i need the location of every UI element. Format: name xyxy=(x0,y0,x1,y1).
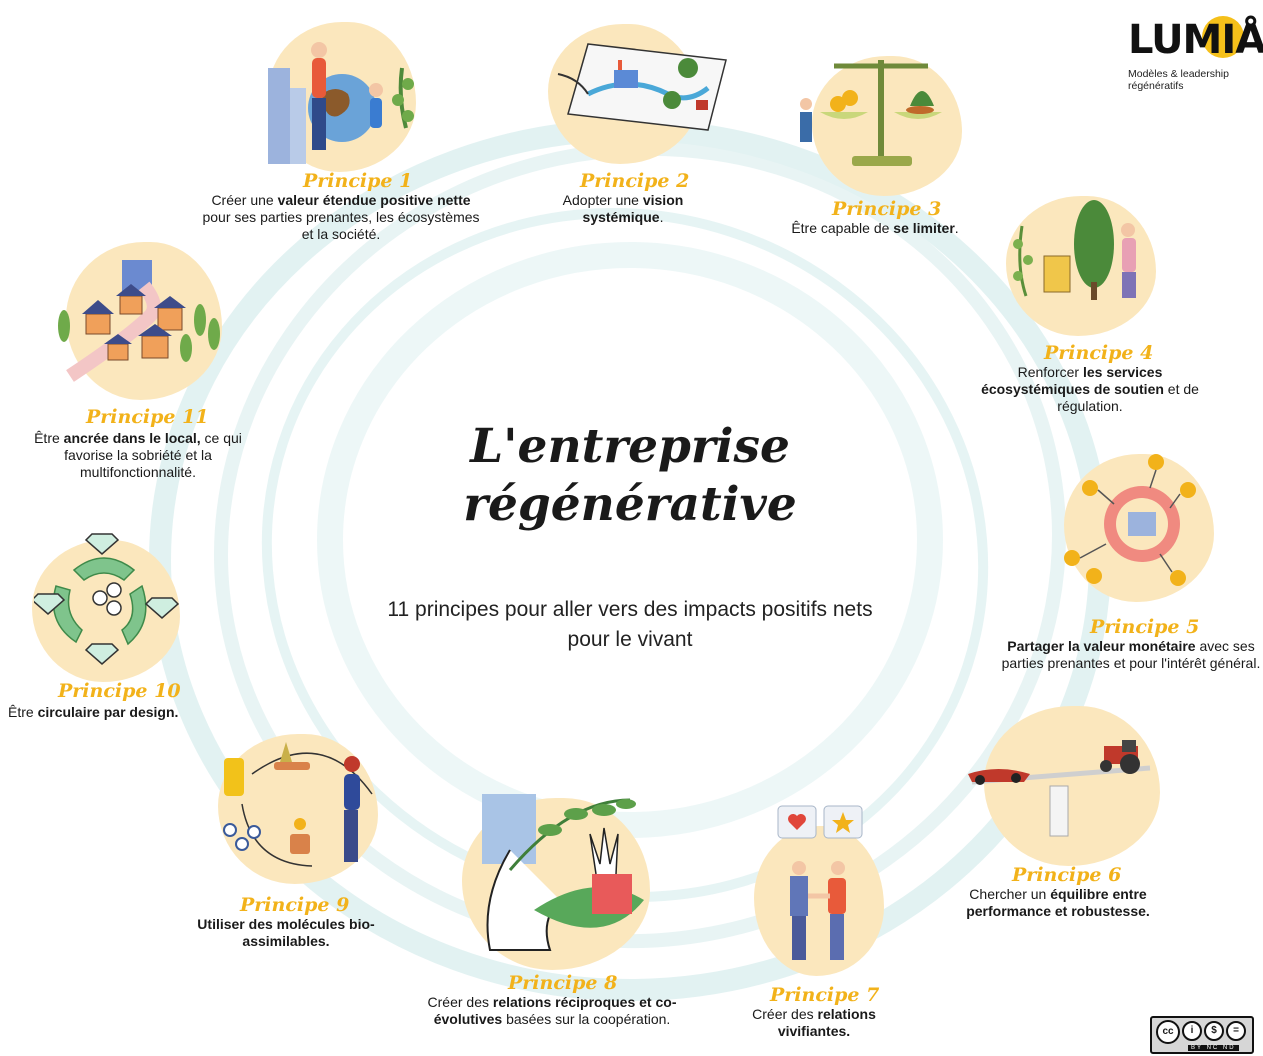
principle-7-label: Principe 7 xyxy=(770,984,880,1006)
principle-5-text: Partager la valeur monétaire avec ses pa… xyxy=(1000,638,1262,672)
principle-5-label: Principe 5 xyxy=(1090,616,1200,638)
principle-6-label: Principe 6 xyxy=(1012,864,1122,886)
principle-4-label: Principe 4 xyxy=(1044,342,1154,364)
handshake-icon xyxy=(777,805,863,960)
creative-commons-badge: cc i $ = BY NC ND xyxy=(1150,1016,1254,1054)
principle-6-text-part: Chercher un xyxy=(969,886,1051,902)
cc-icon: cc xyxy=(1156,1020,1180,1044)
map-icon xyxy=(557,43,727,131)
principle-9-text-part: Utiliser des molécules bio-assimilables. xyxy=(197,916,375,949)
principle-6-text: Chercher un équilibre entre performance … xyxy=(940,886,1176,920)
principle-3-label: Principe 3 xyxy=(832,198,942,220)
principle-8-text: Créer des relations réciproques et co-év… xyxy=(412,994,692,1028)
principle-10-label: Principe 10 xyxy=(58,680,181,702)
principle-1-text-part: Créer une xyxy=(211,192,278,208)
nc-icon: $ xyxy=(1204,1021,1224,1041)
principle-6-blob xyxy=(984,706,1160,866)
principle-1-label: Principe 1 xyxy=(303,170,413,192)
principle-4-text-part: et de régulation. xyxy=(1057,381,1199,414)
principle-2-text-part: vision systémique xyxy=(582,192,684,225)
principle-2-label: Principe 2 xyxy=(580,170,690,192)
principle-8-label: Principe 8 xyxy=(508,972,618,994)
principle-1-text-part: pour ses parties prenantes, les écosystè… xyxy=(202,209,480,242)
nd-icon: = xyxy=(1226,1021,1246,1041)
logo-tagline: Modèles & leadership régénératifs xyxy=(1128,68,1229,92)
principle-4-text: Renforcer les services écosystémiques de… xyxy=(980,364,1200,415)
logo-wordmark: LUMIÅ xyxy=(1128,17,1263,63)
principle-5-text-part: Partager la valeur monétaire xyxy=(1007,638,1196,654)
diagram-title: L'entreprise régénérative xyxy=(463,419,797,532)
principle-10-text: Être circulaire par design. xyxy=(8,704,208,721)
seesaw-car-tractor-icon xyxy=(968,740,1151,837)
principle-9-text: Utiliser des molécules bio-assimilables. xyxy=(186,916,386,950)
principle-10-text-part: circulaire par design. xyxy=(37,704,179,720)
lumia-logo: LUMIÅ Modèles & leadership régénératifs xyxy=(1128,14,1263,92)
hands-leaves-icon xyxy=(482,794,644,951)
balance-scale-icon xyxy=(800,60,942,166)
principle-11-text-part: ancrée dans le local, xyxy=(63,430,201,446)
principle-7-text: Créer des relations vivifiantes. xyxy=(726,1006,902,1040)
molecule-cycle-icon xyxy=(223,742,373,867)
principle-7-text-part: Créer des xyxy=(752,1006,818,1022)
principle-2-text: Adopter une vision systémique. xyxy=(528,192,718,226)
principle-5-text-part: avec ses parties prenantes et pour l'int… xyxy=(1001,638,1261,671)
village-icon xyxy=(58,260,220,382)
principle-11-text-part: ce qui favorise la sobriété et la multif… xyxy=(64,430,242,480)
license-terms: BY NC ND xyxy=(1188,1045,1239,1051)
principle-3-text-part: se limiter xyxy=(893,220,955,236)
principle-8-text-part: basées sur la coopération. xyxy=(502,1011,671,1027)
principle-1-text: Créer une valeur étendue positive nette … xyxy=(196,192,486,243)
principle-8-text-part: relations réciproques et co-évolutives xyxy=(433,994,677,1027)
principle-4-text-part: les services écosystémiques de soutien xyxy=(981,364,1164,397)
principle-3-text-part: Être capable de xyxy=(791,220,894,236)
principle-3-text: Être capable de se limiter. xyxy=(760,220,990,237)
principle-6-text-part: équilibre entre performance et robustess… xyxy=(966,886,1150,919)
principle-1-text-part: valeur étendue positive nette xyxy=(277,192,471,208)
principle-8-text-part: Créer des xyxy=(427,994,493,1010)
beehive-tree-icon xyxy=(1013,200,1136,300)
globe-people-icon xyxy=(268,42,414,164)
principle-11-label: Principe 11 xyxy=(86,406,209,428)
by-icon: i xyxy=(1182,1021,1202,1041)
principle-4-text-part: Renforcer xyxy=(1017,364,1083,380)
principle-2-text-part: . xyxy=(659,209,664,225)
principle-11-text-part: Être xyxy=(34,430,64,446)
principle-7-blob xyxy=(754,826,884,976)
logo-circle xyxy=(1202,16,1244,58)
principle-9-label: Principe 9 xyxy=(240,894,350,916)
principle-10-text-part: Être xyxy=(8,704,38,720)
principle-3-text-part: . xyxy=(954,220,959,236)
principle-11-text: Être ancrée dans le local, ce qui favori… xyxy=(10,430,266,481)
principle-3-blob xyxy=(812,56,962,196)
gear-coins-icon xyxy=(1064,454,1196,586)
principle-7-text-part: relations vivifiantes. xyxy=(777,1006,876,1039)
diagram-subtitle: 11 principes pour aller vers des impacts… xyxy=(387,598,873,651)
recycle-diamond-icon xyxy=(34,533,180,665)
principle-2-text-part: Adopter une xyxy=(562,192,643,208)
